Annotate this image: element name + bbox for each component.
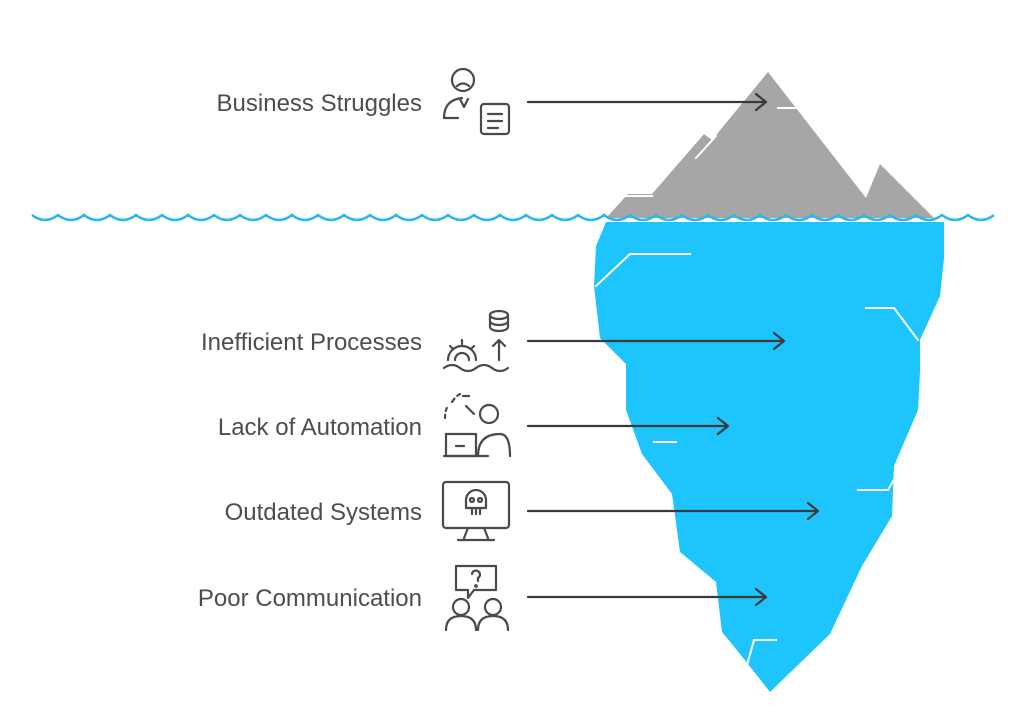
tip-label: Business Struggles [217,90,422,117]
item-label-lack-of-automation: Lack of Automation [218,414,422,441]
iceberg-highlights [594,107,920,678]
people-question-bubble-icon [444,564,510,632]
frustrated-person-document-icon [442,67,511,136]
gear-database-icon [442,309,510,373]
item-label-outdated-systems: Outdated Systems [225,499,422,526]
monitor-skull-icon [441,480,511,542]
item-arrow-lack-of-automation [526,416,730,436]
iceberg-underwater [594,222,944,692]
item-label-inefficient-processes: Inefficient Processes [201,329,422,356]
water-line [31,213,995,222]
iceberg-peak [606,72,934,218]
item-arrow-poor-communication [526,587,768,607]
person-laptop-icon [442,392,512,458]
item-arrow-outdated-systems [526,501,820,521]
item-label-poor-communication: Poor Communication [198,585,422,612]
tip-arrow [526,92,768,112]
item-arrow-inefficient-processes [526,331,786,351]
